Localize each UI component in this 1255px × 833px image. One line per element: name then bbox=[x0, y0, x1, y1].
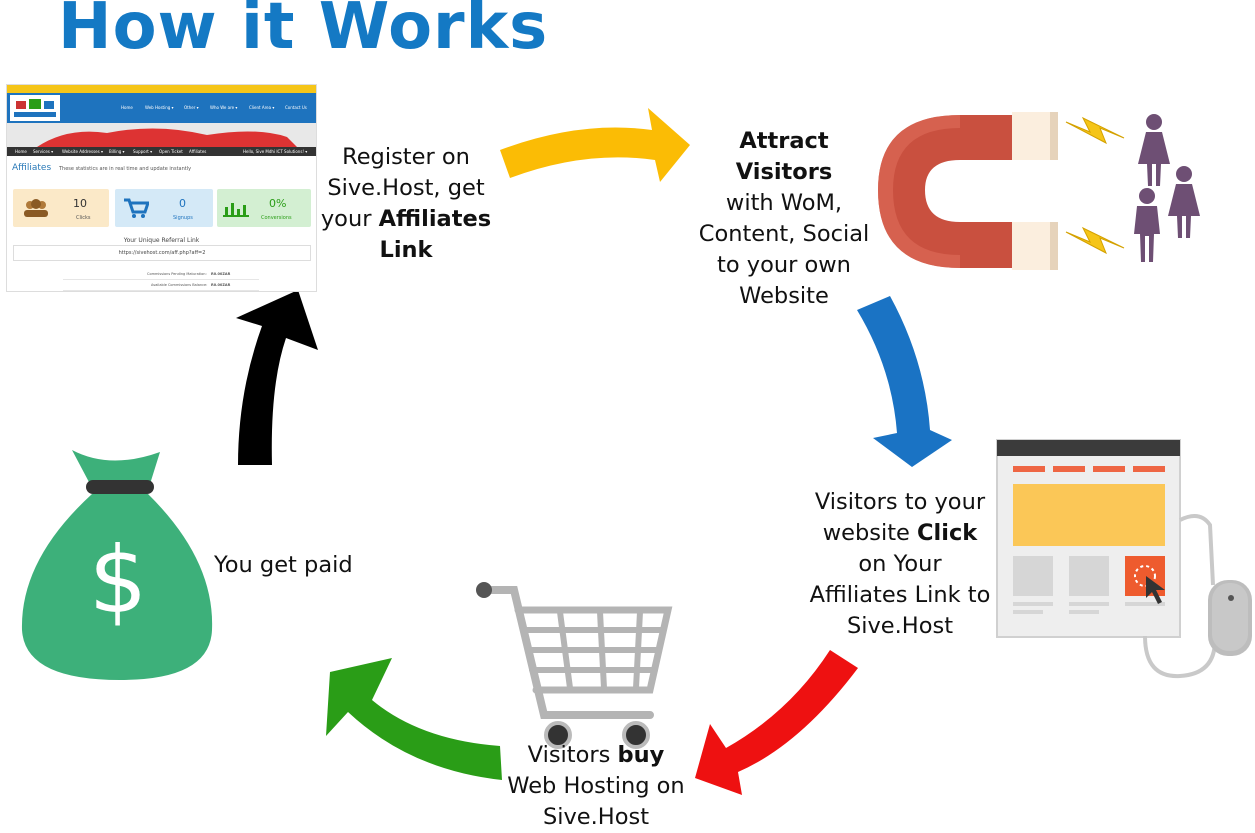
screenshot-navbar: Home Web Hosting ▾ Other ▾ Who We are ▾ … bbox=[7, 93, 316, 123]
page-title: How it Works bbox=[58, 0, 549, 64]
screenshot-menubar: Home Services ▾ Website Addresses ▾ Bill… bbox=[7, 147, 316, 156]
commissions-row: Commissions Pending Maturation: R0.00ZAR bbox=[63, 269, 259, 280]
step-text-line: on Your bbox=[858, 551, 942, 577]
step-text-line: Attract Visitors bbox=[690, 126, 878, 188]
step-text-line: Visitors buy bbox=[498, 740, 694, 771]
cart-icon bbox=[124, 198, 149, 218]
bar-chart-icon bbox=[223, 203, 249, 217]
screenshot-nav-link: Other ▾ bbox=[184, 105, 199, 110]
arrow-red bbox=[695, 650, 858, 795]
step-text-line: to your own bbox=[717, 252, 851, 278]
signups-card: 0 Signups bbox=[115, 189, 213, 227]
signups-value: 0 bbox=[179, 197, 186, 210]
commissions-row: Available Commissions Balance: R0.00ZAR bbox=[63, 280, 259, 291]
screenshot-nav-link: Contact Us bbox=[285, 105, 307, 110]
users-icon bbox=[24, 199, 48, 217]
screenshot-menu-link: Affiliates bbox=[189, 149, 207, 154]
commissions-row-value: R0.00ZAR bbox=[211, 283, 231, 287]
clicks-label: Clicks bbox=[76, 215, 91, 221]
step-text-fragment: website bbox=[822, 520, 918, 546]
sivehost-logo bbox=[10, 95, 60, 121]
shopping-cart-icon bbox=[476, 582, 673, 749]
step-register-text: Register on Sive.Host, get your Affiliat… bbox=[318, 142, 494, 266]
step-text-line: Sive.Host bbox=[542, 804, 650, 830]
clicks-card: 10 Clicks bbox=[13, 189, 109, 227]
step-text-fragment: Visitors bbox=[527, 742, 618, 768]
step-paid-text: You get paid bbox=[214, 550, 364, 581]
arrow-black bbox=[236, 290, 318, 465]
step-text-line: Sive.Host bbox=[846, 613, 954, 639]
step-text-bold: buy bbox=[617, 742, 665, 768]
dollar-sign-icon: $ bbox=[89, 527, 148, 634]
commissions-row-label: Commissions Pending Maturation: bbox=[147, 272, 207, 276]
lightning-icon bbox=[1065, 116, 1125, 255]
step-text-bold: Click bbox=[917, 520, 978, 546]
screenshot-nav-link: Who We are ▾ bbox=[210, 105, 238, 110]
magnet-icon bbox=[878, 112, 1058, 270]
arrow-yellow bbox=[500, 108, 690, 182]
browser-window-icon bbox=[996, 439, 1181, 638]
step-text-line: Visitors to your bbox=[814, 489, 986, 515]
step-text-bold: Attract Visitors bbox=[735, 128, 833, 185]
screenshot-menu-link: Support ▾ bbox=[133, 149, 153, 154]
step-buy-text: Visitors buy Web Hosting on Sive.Host bbox=[498, 740, 694, 833]
screenshot-nav-link: Web Hosting ▾ bbox=[145, 105, 174, 110]
step-text-bold: Link bbox=[379, 237, 433, 263]
step-text-line: with WoM, bbox=[725, 190, 843, 216]
step-text-line: Web Hosting on bbox=[507, 773, 685, 799]
screenshot-menu-link: Open Ticket bbox=[159, 149, 183, 154]
conversions-label: Conversions bbox=[261, 215, 292, 221]
step-text-line: Website bbox=[739, 283, 829, 309]
commissions-row-value: R0.00ZAR bbox=[211, 272, 231, 276]
screenshot-nav-link: Client Area ▾ bbox=[249, 105, 275, 110]
conversions-card: 0% Conversions bbox=[217, 189, 311, 227]
referral-link-title: Your Unique Referral Link bbox=[123, 237, 200, 244]
people-icon bbox=[1134, 114, 1200, 262]
step-click-text: Visitors to your website Click on Your A… bbox=[800, 487, 1000, 642]
step-text-line: website Click bbox=[800, 518, 1000, 549]
commissions-row-label: Available Commissions Balance: bbox=[151, 283, 208, 287]
screenshot-menu-link: Billing ▾ bbox=[109, 149, 125, 154]
mouse-icon bbox=[1143, 514, 1252, 679]
step-text-line: Sive.Host, get bbox=[327, 175, 485, 201]
screenshot-nav-link: Home bbox=[121, 105, 133, 110]
arrow-blue bbox=[857, 296, 952, 467]
step-text-line: your Affiliates bbox=[318, 204, 494, 235]
screenshot-banner bbox=[7, 123, 316, 147]
signups-label: Signups bbox=[173, 215, 193, 221]
affiliates-page-screenshot: Home Web Hosting ▾ Other ▾ Who We are ▾ … bbox=[6, 84, 317, 292]
step-text-line: Link bbox=[318, 235, 494, 266]
step-text-line: Content, Social bbox=[698, 221, 870, 247]
screenshot-subheading: These statistics are in real time and up… bbox=[59, 166, 192, 172]
step-text-line: You get paid bbox=[214, 552, 353, 578]
screenshot-menu-user: Hello, Sive Mdhi ICT Solutions! ▾ bbox=[243, 149, 308, 154]
screenshot-heading: Affiliates bbox=[12, 163, 52, 173]
money-bag-icon: $ bbox=[21, 450, 213, 680]
screenshot-menu-link: Home bbox=[15, 149, 27, 154]
step-text-fragment: your bbox=[320, 206, 379, 232]
conversions-value: 0% bbox=[269, 197, 287, 210]
screenshot-topbar bbox=[7, 85, 316, 93]
step-attract-text: Attract Visitors with WoM, Content, Soci… bbox=[690, 126, 878, 312]
clicks-value: 10 bbox=[73, 197, 87, 210]
step-text-line: Register on bbox=[342, 144, 470, 170]
referral-link-url: https://sivehost.com/aff.php?aff=2 bbox=[13, 245, 311, 261]
step-text-line: Affiliates Link to bbox=[809, 582, 991, 608]
step-text-bold: Affiliates bbox=[378, 206, 492, 232]
screenshot-menu-link: Website Addresses ▾ bbox=[62, 149, 103, 154]
arrow-green bbox=[326, 658, 502, 780]
screenshot-menu-link: Services ▾ bbox=[33, 149, 54, 154]
